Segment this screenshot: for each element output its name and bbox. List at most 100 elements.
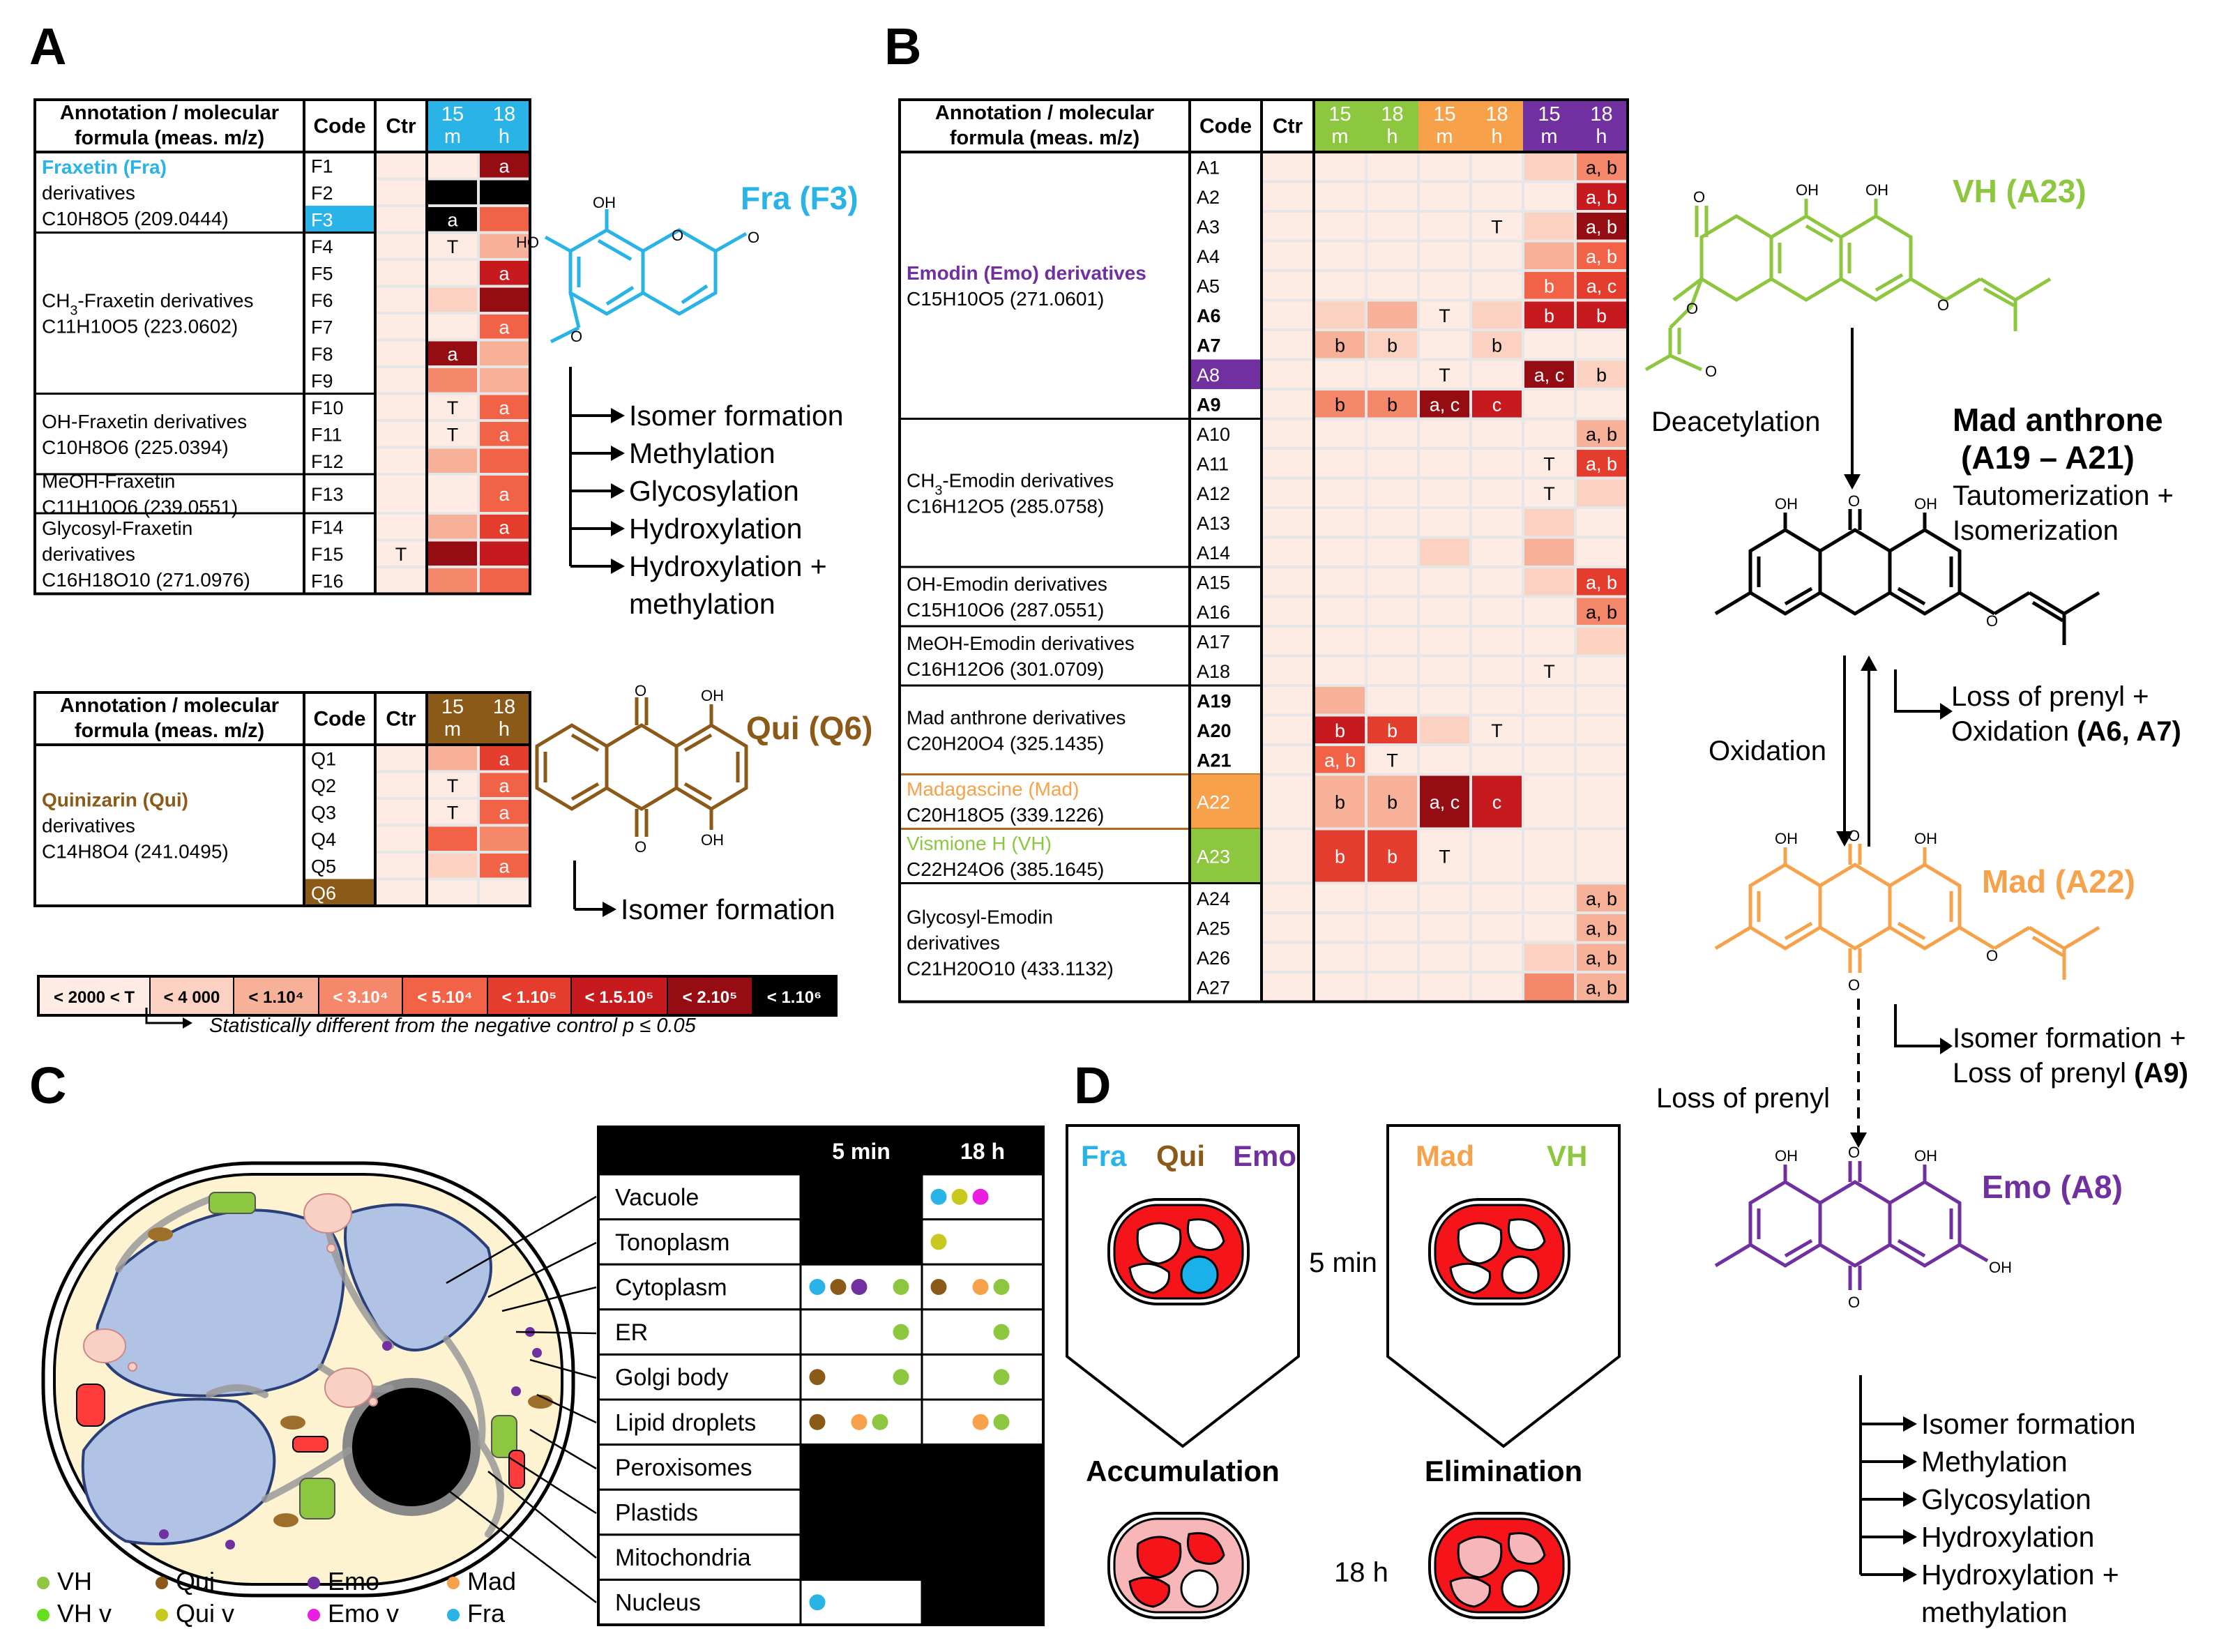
legend-dot [308, 1577, 320, 1589]
mini-vacuole [1136, 1536, 1182, 1579]
annotation-line: CH3-Emodin derivatives [907, 469, 1114, 498]
heat-cell-label: a [499, 775, 510, 796]
mini-vacuole [1457, 1536, 1503, 1579]
annotation-line: MeOH-Fraxetin [42, 471, 175, 492]
heat-cell [1418, 567, 1471, 597]
annotation-line: derivatives [907, 932, 1000, 954]
heat-cell [1523, 508, 1575, 538]
heat-cell [1575, 774, 1628, 829]
row-code: A10 [1197, 424, 1230, 445]
heat-cell [427, 879, 478, 906]
heat-cell-label: a, c [1586, 275, 1617, 296]
heat-cell [1523, 656, 1575, 685]
row-code: A21 [1197, 750, 1232, 771]
fraxetin-o-carbonyl: O [748, 229, 759, 246]
heat-cell [1366, 828, 1418, 884]
emodin-reactions: Isomer formationMethylationGlycosylation… [1859, 1375, 2136, 1628]
heat-cell [1366, 300, 1418, 330]
row-code: A16 [1197, 602, 1230, 623]
table-border [33, 98, 531, 596]
heat-cell [1314, 972, 1366, 1002]
annotation-line: Vismione H (VH) [907, 833, 1052, 854]
mad-title: Mad (A22) [1982, 863, 2135, 900]
heat-cell [1366, 656, 1418, 685]
loss-prenyl-oxidation-line2: Oxidation (A6, A7) [1951, 716, 2181, 747]
legend-label: Emo v [328, 1599, 399, 1628]
heat-cell [1471, 828, 1523, 884]
compound-label: Qui [1156, 1139, 1205, 1172]
heat-cell [1575, 537, 1628, 567]
emo-oh-1: OH [1775, 1147, 1798, 1165]
heat-cell [1314, 508, 1366, 538]
annotation-line: C10H8O5 (209.0444) [42, 208, 229, 229]
heat-cell [1366, 152, 1418, 182]
heat-cell [1523, 418, 1575, 448]
heat-cell [1575, 656, 1628, 685]
heat-cell [1418, 828, 1471, 884]
row-code: A14 [1197, 543, 1230, 563]
time-5min: 5 min [1309, 1248, 1377, 1278]
time-header-bg [478, 100, 530, 152]
heat-cell [1262, 537, 1314, 567]
annotation-line: C15H10O5 (271.0601) [907, 288, 1104, 310]
heat-cell [1418, 913, 1471, 943]
row-code: A19 [1197, 690, 1232, 711]
row-code: F7 [311, 317, 333, 338]
annotation-line: C22H24O6 (385.1645) [907, 858, 1104, 880]
heat-cell-label: b [1387, 720, 1398, 741]
scale-label: < 4 000 [164, 988, 220, 1007]
heat-cell-label: a, b [1586, 453, 1617, 474]
text-part: CH [42, 290, 70, 312]
heat-cell-label: a, b [1586, 246, 1617, 267]
heat-cell-label: T [1439, 305, 1451, 326]
heat-cell-label: a [499, 397, 510, 418]
loss-prenyl-oxidation-line1: Loss of prenyl + [1951, 681, 2149, 712]
heat-cell [1418, 271, 1471, 301]
loc-dot [809, 1414, 826, 1430]
mini-vacuole [1507, 1532, 1546, 1565]
heat-cell [1523, 774, 1575, 829]
heat-cell [478, 879, 530, 906]
legend-label: Fra [467, 1599, 506, 1628]
mini-vacuole [1507, 1218, 1546, 1251]
mini-vacuole [1449, 1262, 1492, 1294]
reaction-label: Glycosylation [1921, 1483, 2091, 1515]
heat-cell [478, 567, 530, 594]
heat-cell [1262, 972, 1314, 1002]
row-code: A11 [1197, 453, 1229, 474]
quinizarin-o-bottom: O [635, 838, 646, 856]
heat-cell [1262, 389, 1314, 419]
heat-cell [1471, 774, 1523, 829]
heat-cell [427, 852, 478, 879]
code-highlight [1190, 359, 1262, 389]
heat-cell-label: a [499, 317, 510, 338]
heat-cell [1262, 883, 1314, 913]
fraxetin-reactions: Isomer formationMethylationGlycosylation… [569, 367, 844, 620]
madagascine-structure [1714, 844, 2100, 980]
heat-cell [427, 340, 478, 367]
row-code: A18 [1197, 661, 1230, 682]
mini-vacuole [1457, 1222, 1503, 1265]
tautomerization-label: Tautomerization + [1953, 480, 2174, 511]
emo-title: Emo (A8) [1982, 1169, 2123, 1205]
heat-cell [1262, 656, 1314, 685]
header-line: Annotation / molecular [935, 102, 1154, 124]
heat-cell [1262, 478, 1314, 508]
heat-cell [1471, 359, 1523, 389]
header-line: Annotation / molecular [60, 695, 279, 717]
time-header-bg [1366, 100, 1418, 152]
time-line: m [1540, 126, 1557, 148]
heat-cell [1262, 271, 1314, 301]
heat-cell [427, 567, 478, 594]
row-code: Q2 [311, 775, 336, 796]
emo-oh-3: OH [1989, 1259, 2012, 1276]
row-code: A24 [1197, 888, 1230, 909]
legend-dot [37, 1609, 50, 1621]
heat-cell [1575, 596, 1628, 626]
row-code: F13 [311, 484, 344, 505]
scale-swatch [318, 976, 403, 1016]
heat-cell-label: a [447, 209, 458, 230]
